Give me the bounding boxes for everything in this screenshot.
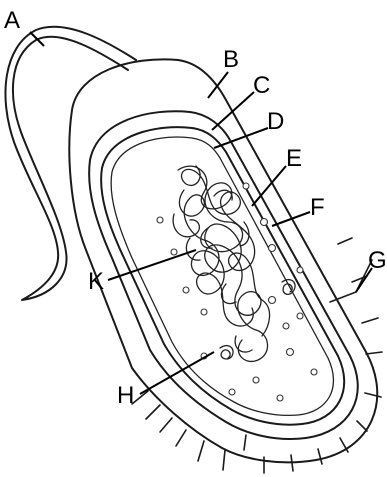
label-k: K (88, 268, 104, 295)
label-f: F (310, 194, 325, 221)
pili (132, 238, 382, 473)
flagellum (5, 27, 136, 300)
label-d: D (267, 108, 284, 135)
label-h: H (117, 382, 134, 409)
label-e: E (286, 145, 302, 172)
label-g: G (368, 247, 387, 274)
plasmid (220, 280, 295, 359)
cell-membrane (101, 127, 344, 425)
label-c: C (253, 72, 270, 99)
membrane-inner-line (111, 137, 333, 415)
nucleoid (173, 166, 269, 361)
label-b: B (223, 46, 239, 73)
label-a: A (4, 7, 20, 34)
pilus-long (330, 260, 372, 302)
